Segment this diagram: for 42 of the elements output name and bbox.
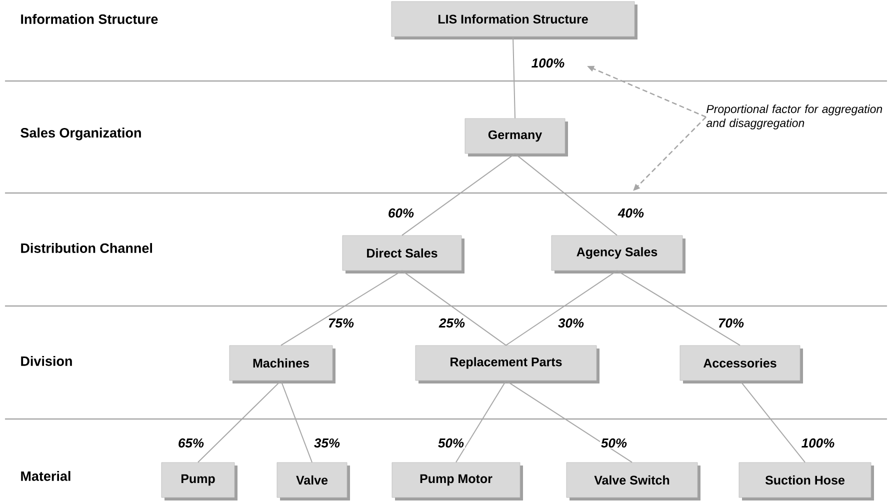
connector-line <box>506 380 632 463</box>
edge-label: 40% <box>617 207 646 219</box>
edge-label: 100% <box>800 437 836 449</box>
connector-line <box>198 380 282 463</box>
box: Agency Sales <box>551 235 686 274</box>
connector-line <box>514 153 618 236</box>
box: Accessories <box>680 345 803 384</box>
edge-label: 70% <box>717 317 745 329</box>
row-label: Information Structure <box>21 14 158 24</box>
row-label: Material <box>21 471 70 481</box>
edge-label: 25% <box>438 317 466 329</box>
edge-label: 100% <box>530 57 566 69</box>
edge-label: 60% <box>387 207 416 219</box>
edge-label: 50% <box>437 437 466 449</box>
edge-label: 35% <box>313 437 342 449</box>
annotation-text: Proportional factor for aggregation and disaggregation <box>706 104 882 130</box>
connector-line <box>402 270 506 346</box>
row-label: Sales Organization <box>20 128 141 140</box>
row-label: Division <box>21 356 72 366</box>
box: Suction Hose <box>738 462 874 500</box>
box: Valve <box>276 462 350 500</box>
box: Replacement Parts <box>415 345 600 384</box>
connector-line <box>512 36 516 119</box>
edge-label: 75% <box>327 317 356 329</box>
connector-line <box>402 153 516 236</box>
connector-line <box>280 380 312 463</box>
connector-line <box>456 380 506 463</box>
connector-line <box>740 380 806 463</box>
box: Pump Motor <box>392 462 523 500</box>
box: Machines <box>229 345 336 384</box>
edge-label: 65% <box>177 437 206 449</box>
edge-label: 50% <box>600 437 628 449</box>
box: Valve Switch <box>566 462 700 500</box>
box: Germany <box>464 118 568 156</box>
box: LIS Information Structure <box>391 1 638 40</box>
row-label: Distribution Channel <box>21 243 152 253</box>
connector-line <box>616 270 740 346</box>
box: Direct Sales <box>342 235 464 274</box>
edge-label: 30% <box>557 317 586 329</box>
connector-line <box>506 270 618 346</box>
connector-line <box>280 270 402 346</box>
box: Pump <box>161 462 238 500</box>
